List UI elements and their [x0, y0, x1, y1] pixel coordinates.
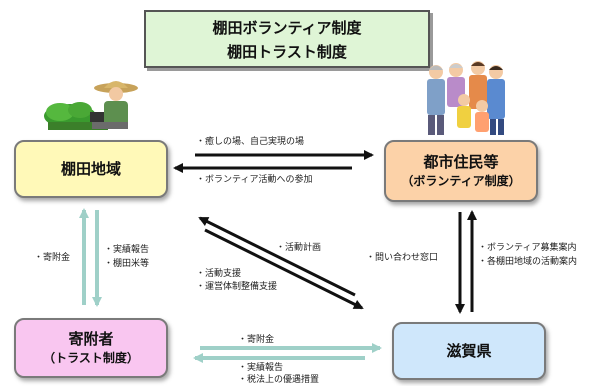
- urban-residents-sub: （ボランティア制度）: [401, 174, 521, 188]
- tanada-region-box: 棚田地域: [14, 140, 168, 198]
- label-bottom-report: ・実績報告: [238, 363, 284, 373]
- donors-box: 寄附者 （トラスト制度）: [14, 318, 168, 378]
- family-illustration: [427, 61, 505, 135]
- label-activity-guide: ・各棚田地域の活動案内: [478, 257, 578, 267]
- urban-residents-box: 都市住民等 （ボランティア制度）: [384, 140, 538, 202]
- label-bottom-donation: ・寄附金: [238, 335, 275, 345]
- donors-label: 寄附者: [68, 330, 114, 348]
- diagram-title: 棚田ボランティア制度 棚田トラスト制度: [144, 10, 430, 68]
- label-left-report: ・実績報告: [104, 245, 150, 255]
- shiga-prefecture-label: 滋賀県: [446, 342, 492, 360]
- label-left-donation: ・寄附金: [34, 253, 71, 263]
- label-management-support: ・運営体制整備支援: [196, 282, 278, 292]
- arrow-tanada-to-shiga: [204, 228, 364, 310]
- tanada-region-label: 棚田地域: [60, 160, 121, 178]
- label-activity-plan: ・活動計画: [276, 243, 322, 253]
- shiga-prefecture-box: 滋賀県: [392, 322, 546, 380]
- label-tax-benefit: ・税法上の優遇措置: [238, 375, 320, 385]
- urban-residents-label: 都市住民等: [423, 153, 499, 171]
- farmer-illustration: [44, 81, 138, 130]
- label-left-rice: ・棚田米等: [104, 259, 150, 269]
- title-line-2: 棚田トラスト制度: [227, 43, 347, 61]
- label-healing-place: ・癒しの場、自己実現の場: [196, 137, 305, 147]
- label-volunteer-recruitment: ・ボランティア募集案内: [478, 243, 577, 253]
- label-activity-support: ・活動支援: [196, 269, 242, 279]
- label-inquiry-window: ・問い合わせ窓口: [366, 253, 439, 263]
- donors-sub: （トラスト制度）: [43, 351, 139, 365]
- arrow-shiga-to-tanada: [198, 216, 356, 297]
- title-line-1: 棚田ボランティア制度: [212, 19, 362, 37]
- label-volunteer-participation: ・ボランティア活動への参加: [196, 175, 313, 185]
